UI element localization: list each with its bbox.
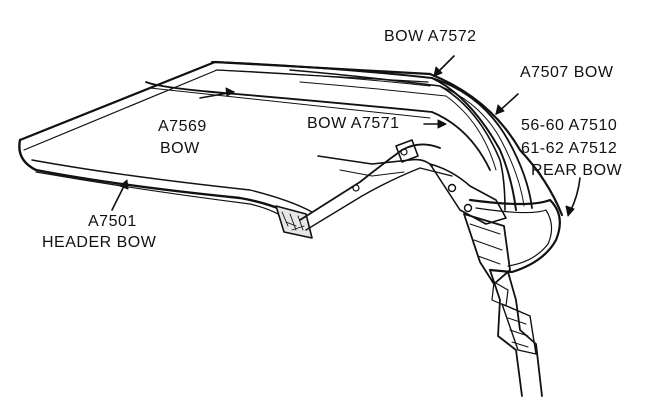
rear-bow [468, 198, 561, 274]
bow-a7569 [145, 81, 491, 171]
label-56-60-a7510: 56-60 A7510 [521, 117, 618, 134]
arrow-bow-a7571 [437, 119, 447, 129]
bow-a7507-inner [439, 85, 525, 207]
arrow-rear-bow [565, 205, 575, 217]
base-bracket [491, 281, 509, 307]
label-a7507-bow: A7507 BOW [520, 64, 614, 81]
main-bracket-detail [469, 223, 503, 265]
bow-a7572 [211, 61, 517, 211]
header-bow [18, 138, 307, 224]
rear-bow-inner [475, 207, 553, 267]
pivot-bracket-2 [429, 163, 507, 225]
arrow-a7569 [225, 87, 235, 97]
arrow-a7501 [119, 179, 129, 190]
lower-plate [501, 303, 537, 355]
label-bow-a7571: BOW A7571 [307, 115, 400, 132]
bow-a7571 [289, 69, 506, 211]
leader-rear-bow [569, 177, 581, 213]
label-a7501: A7501 [88, 213, 137, 230]
label-a7569: A7569 [158, 118, 207, 135]
header-corner-block [275, 205, 313, 239]
bow-a7507 [431, 77, 533, 209]
pivot-bolt [447, 183, 457, 193]
main-bracket [463, 213, 511, 285]
bow-a7571-inner [299, 81, 497, 171]
arrow-bow-a7572 [433, 66, 443, 77]
pivot-bracket [395, 139, 419, 163]
control-link-2 [339, 169, 405, 177]
pivot-bolt-2 [463, 203, 473, 213]
bow-a7569-inner [149, 87, 431, 119]
top-cover-inner-edge [23, 69, 429, 151]
header-corner-hatch [281, 211, 305, 231]
label-header-bow: HEADER BOW [42, 234, 157, 251]
arrow-a7507 [495, 104, 505, 115]
label-rear-bow: REAR BOW [531, 162, 623, 179]
label-bow-a7572: BOW A7572 [384, 28, 477, 45]
header-bow-inner [31, 159, 313, 213]
pivot-bolt-3 [400, 148, 408, 156]
bow-a7572-inner [215, 69, 431, 87]
top-cover-outline [18, 60, 564, 217]
lower-plate-detail [507, 317, 529, 348]
side-rail-lower [305, 167, 453, 231]
label-bow-left: BOW [160, 140, 200, 157]
pivot-bolt-4 [352, 184, 360, 192]
label-61-62-a7512: 61-62 A7512 [521, 140, 618, 157]
lower-arm-2 [507, 271, 543, 397]
lower-arm [489, 269, 523, 397]
